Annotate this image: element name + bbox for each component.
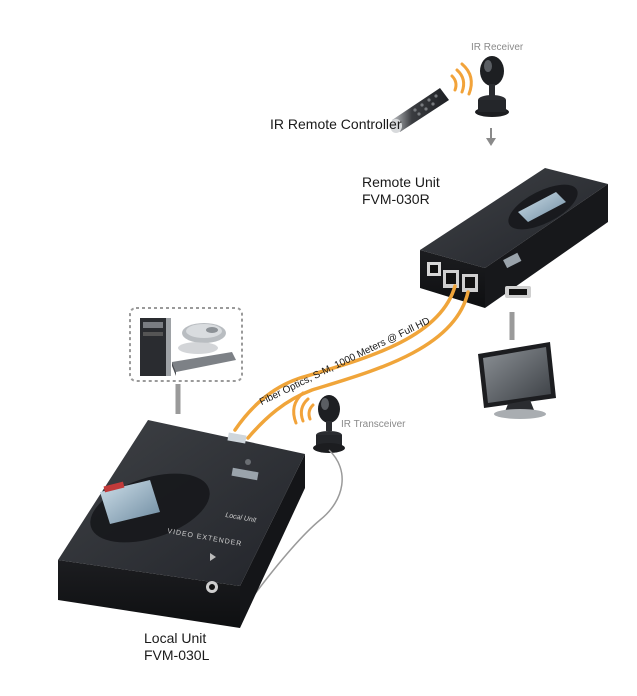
ir-transceiver-label: IR Transceiver <box>341 419 406 430</box>
remote-unit-label: Remote Unit FVM-030R <box>362 174 440 208</box>
video-source-devices <box>129 307 243 382</box>
fiber-optic-cable <box>233 284 470 440</box>
ir-receiver-label: IR Receiver <box>471 42 524 53</box>
ir-transceiver-icon <box>313 395 345 453</box>
ir-receiver-icon <box>475 56 509 117</box>
remote-unit-device <box>420 168 608 308</box>
local-unit-label: Local Unit FVM-030L <box>144 630 209 664</box>
ir-signal-waves-icon <box>450 62 473 96</box>
local-unit-name: Local Unit <box>144 630 207 646</box>
ir-remote-controller-label: IR Remote Controller <box>270 116 402 132</box>
remote-unit-name: Remote Unit <box>362 174 440 190</box>
down-arrow-icon <box>486 128 496 146</box>
monitor-icon <box>478 342 556 419</box>
ir-remote-controller-icon <box>390 88 449 133</box>
remote-unit-model: FVM-030R <box>362 191 430 207</box>
local-unit-model: FVM-030L <box>144 647 210 663</box>
ir-transceiver-waves-icon <box>292 391 315 425</box>
local-unit-device <box>58 420 305 628</box>
